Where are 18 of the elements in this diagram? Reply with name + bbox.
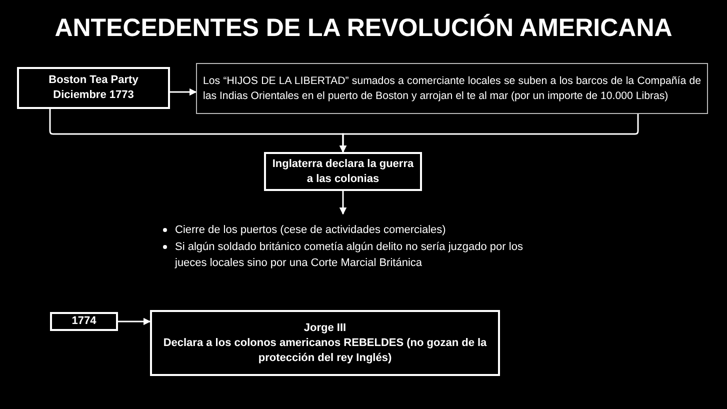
node-text: Jorge III <box>304 320 346 336</box>
arrow <box>170 88 197 96</box>
node-text: Declara a los colonos americanos REBELDES (no gozan de la protección del rey Inglés) <box>162 336 488 366</box>
bullet-item: Cierre de los puertos (cese de actividades comerciales) <box>175 223 446 238</box>
event-box <box>50 312 118 331</box>
arrow <box>339 191 347 215</box>
node-text: Los “HIJOS DE LA LIBERTAD” sumados a comerciante locales se suben a los barcos de la Compañía de las Indias Orientales en el puerto de Boston y arrojan el te al mar (por un importe de 10.000 Libras) <box>203 74 701 104</box>
node-text: 1774 <box>72 314 96 329</box>
node-text: Boston Tea Party Diciembre 1773 <box>48 73 140 103</box>
event-box <box>264 152 422 191</box>
arrow <box>118 318 151 326</box>
event-box <box>17 67 170 109</box>
bullet-item: Si algún soldado británico cometía algún delito no sería juzgado por los jueces locales sino por una Corte Marcial Británica <box>175 240 523 271</box>
title: ANTECEDENTES DE LA REVOLUCIÓN AMERICANA <box>54 14 674 43</box>
description-box <box>196 63 708 114</box>
arrow <box>339 114 639 153</box>
node-text: Inglaterra declara la guerra a las colonias <box>271 156 415 186</box>
event-box <box>150 310 500 376</box>
